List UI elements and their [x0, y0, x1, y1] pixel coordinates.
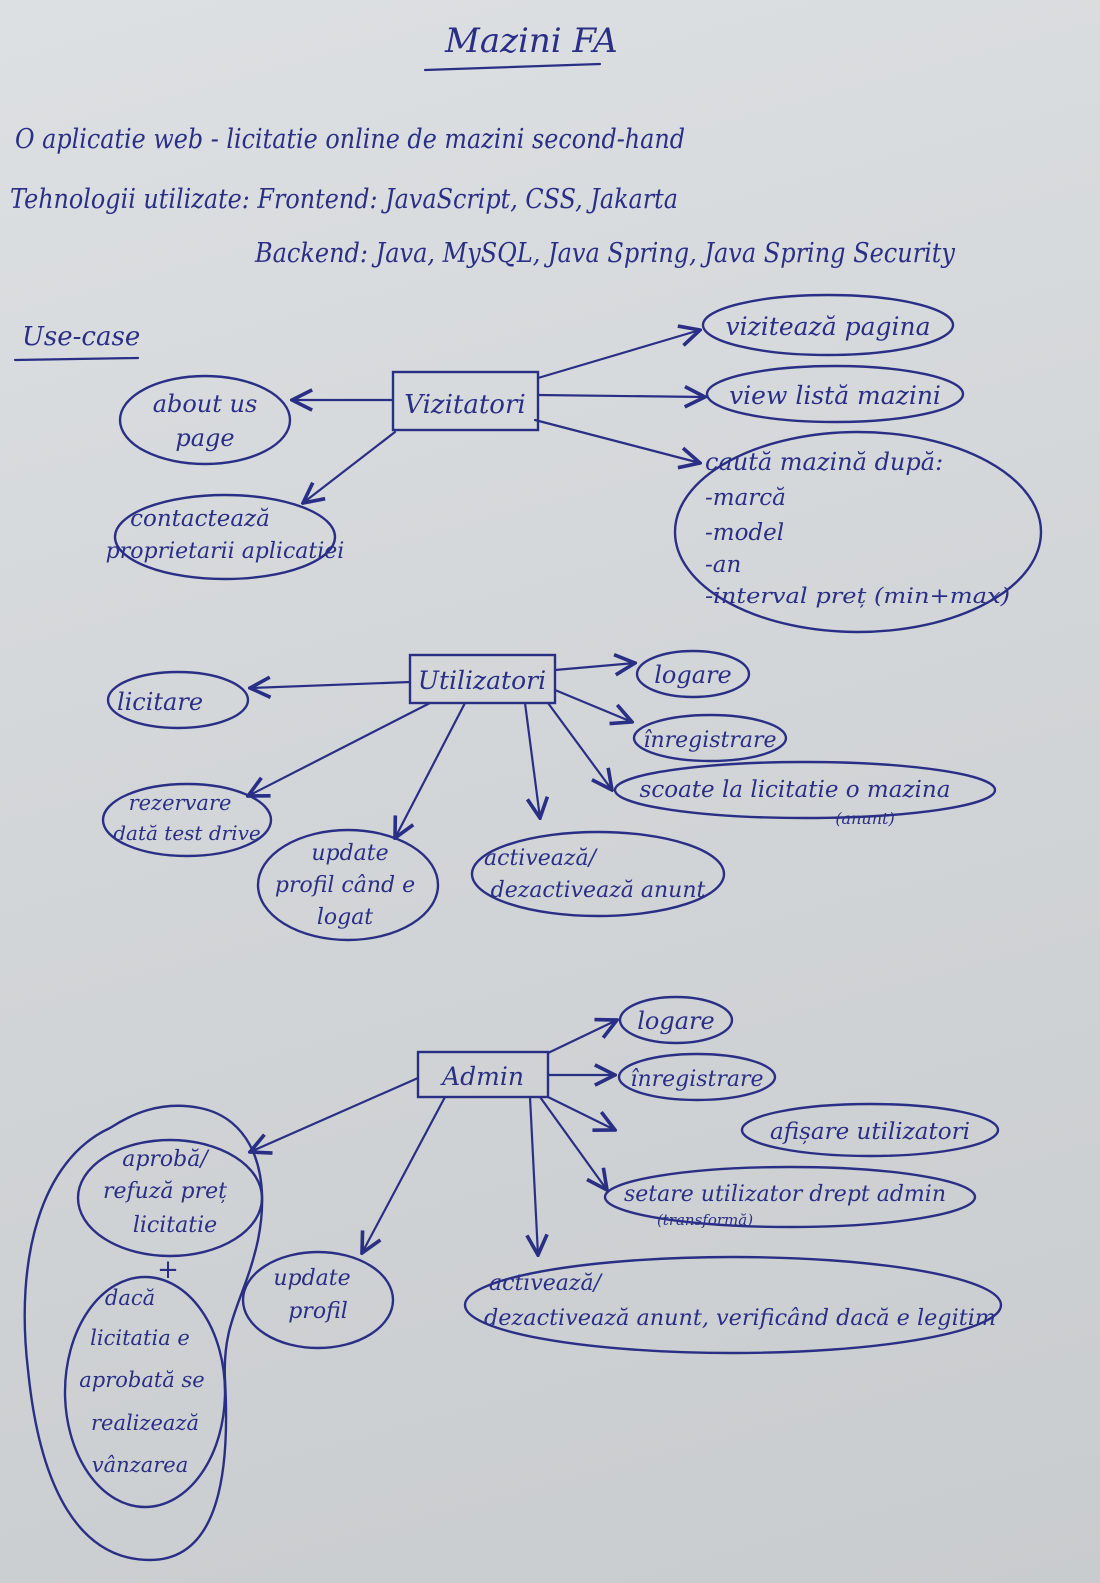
uc-about-us-label-1: about us [153, 390, 258, 418]
uc-cauta-marca: -marcă [705, 485, 786, 511]
uc-u-rezervare [101, 782, 273, 858]
uc-viziteaza-pagina-label: vizitează pagina [726, 312, 931, 341]
page-title: Mazini FA [444, 21, 618, 61]
uc-contacteaza-label-1: contactează [130, 506, 270, 532]
uc-contacteaza [113, 493, 337, 581]
uc-a-daca-label-3: aprobată se [79, 1368, 204, 1392]
uc-cauta-an: -an [705, 552, 741, 578]
uc-a-setare-label: setare utilizator drept admin [624, 1182, 946, 1207]
uc-contacteaza-label-2: proprietarii aplicatiei [106, 539, 345, 564]
uc-a-aproba-label-3: licitatie [133, 1213, 217, 1238]
utilizatori-actor-box [408, 653, 557, 705]
uc-u-update-label-1: update [311, 841, 388, 866]
uc-u-update-label-2: profil când e [275, 873, 415, 898]
intro-line-3: Backend: Java, MySQL, Java Spring, Java … [254, 238, 956, 269]
uc-u-scoate-label: scoate la licitatie o mazina [640, 777, 951, 803]
arrow-u-rezervare [248, 701, 432, 796]
arrow-viz-viziteaza [536, 330, 700, 380]
use-case-label: Use-case [22, 322, 140, 352]
arrow-viz-cauta [533, 418, 700, 463]
uc-a-transforma-label: (transformă) [657, 1211, 753, 1229]
arrow-a-logare [546, 1020, 617, 1055]
utilizatori-actor-label: Utilizatori [418, 666, 546, 695]
uc-a-inregistrare-label: înregistrare [630, 1067, 763, 1092]
uc-u-activeaza-label-2: dezactivează anunt [491, 878, 706, 903]
uc-cauta-title: caută mazină după: [705, 448, 943, 476]
arrow-u-licitare [250, 682, 412, 688]
arrow-a-setare [538, 1095, 607, 1190]
uc-u-licitare [106, 670, 250, 730]
uc-u-inregistrare-label: înregistrare [643, 728, 776, 753]
uc-a-daca-label-2: licitatia e [90, 1326, 190, 1350]
uc-u-update-label-3: logat [317, 905, 373, 930]
uc-a-activeaza [463, 1255, 1003, 1355]
uc-a-afisare-utilizatori [740, 1102, 1000, 1158]
uc-a-afisare-label: afișare utilizatori [770, 1119, 970, 1145]
uc-about-us-label-2: page [175, 424, 234, 452]
uc-cauta-model: -model [705, 520, 784, 546]
uc-about-us [118, 374, 292, 466]
uc-cauta-mazina [673, 430, 1043, 634]
uc-u-rezervare-label-2: dată test drive [113, 821, 260, 845]
admin-actor-label: Admin [440, 1062, 524, 1091]
uc-u-rezervare-label-1: rezervare [129, 791, 232, 815]
intro-line-2: Tehnologii utilizate: Frontend: JavaScri… [10, 184, 678, 215]
uc-a-update-profil [241, 1250, 395, 1350]
uc-a-aproba-label-2: refuză preț [103, 1179, 227, 1204]
intro-line-1: O aplicatie web - licitatie online de ma… [15, 124, 685, 155]
arrow-u-scoate [546, 701, 612, 790]
uc-a-plus-sign: + [157, 1255, 179, 1285]
uc-u-licitare-label: licitare [117, 688, 203, 716]
uc-a-update-label-2: profil [288, 1299, 348, 1324]
uc-u-scoate-licitatie [613, 760, 997, 820]
uc-u-logare-label: logare [654, 661, 731, 689]
uc-a-daca-label-4: realizează [91, 1411, 199, 1435]
uc-u-activeaza [470, 830, 726, 918]
uc-a-activeaza-label-2: dezactivează anunt, verificând dacă e le… [484, 1306, 996, 1331]
uc-u-anunt-label: (anunt) [835, 809, 894, 828]
arrow-a-afisare [546, 1095, 615, 1130]
arrow-a-update [362, 1095, 447, 1253]
uc-u-inregistrare [632, 713, 788, 763]
arrow-viz-contact [303, 430, 397, 503]
uc-a-update-label-1: update [273, 1266, 350, 1291]
uc-a-setare-admin [603, 1165, 977, 1229]
uc-a-daca-label-1: dacă [105, 1286, 155, 1310]
uc-a-activeaza-label-1: activează/ [489, 1271, 604, 1296]
uc-u-activeaza-label-1: activează/ [484, 846, 599, 871]
uc-u-update-profil [256, 828, 440, 942]
arrow-u-inregistrare [553, 688, 632, 722]
uc-a-daca-label-5: vânzarea [92, 1453, 188, 1477]
uc-a-group-outline [23, 1104, 264, 1562]
uc-view-lista-label: view listă mazini [729, 381, 941, 410]
arrow-a-aproba [250, 1076, 420, 1152]
arrow-u-update [395, 701, 467, 838]
arrow-u-activeaza [523, 701, 540, 818]
arrow-u-logare [553, 663, 635, 670]
uc-cauta-interval: -interval preț (min+max) [705, 584, 1010, 608]
arrow-a-activeaza [530, 1095, 538, 1255]
uc-a-inregistrare [617, 1052, 777, 1102]
uc-a-aproba-label-1: aprobă/ [122, 1147, 210, 1172]
vizitatori-actor-label: Vizitatori [404, 390, 525, 420]
arrow-viz-view [536, 395, 705, 397]
uc-a-logare-label: logare [637, 1007, 714, 1035]
